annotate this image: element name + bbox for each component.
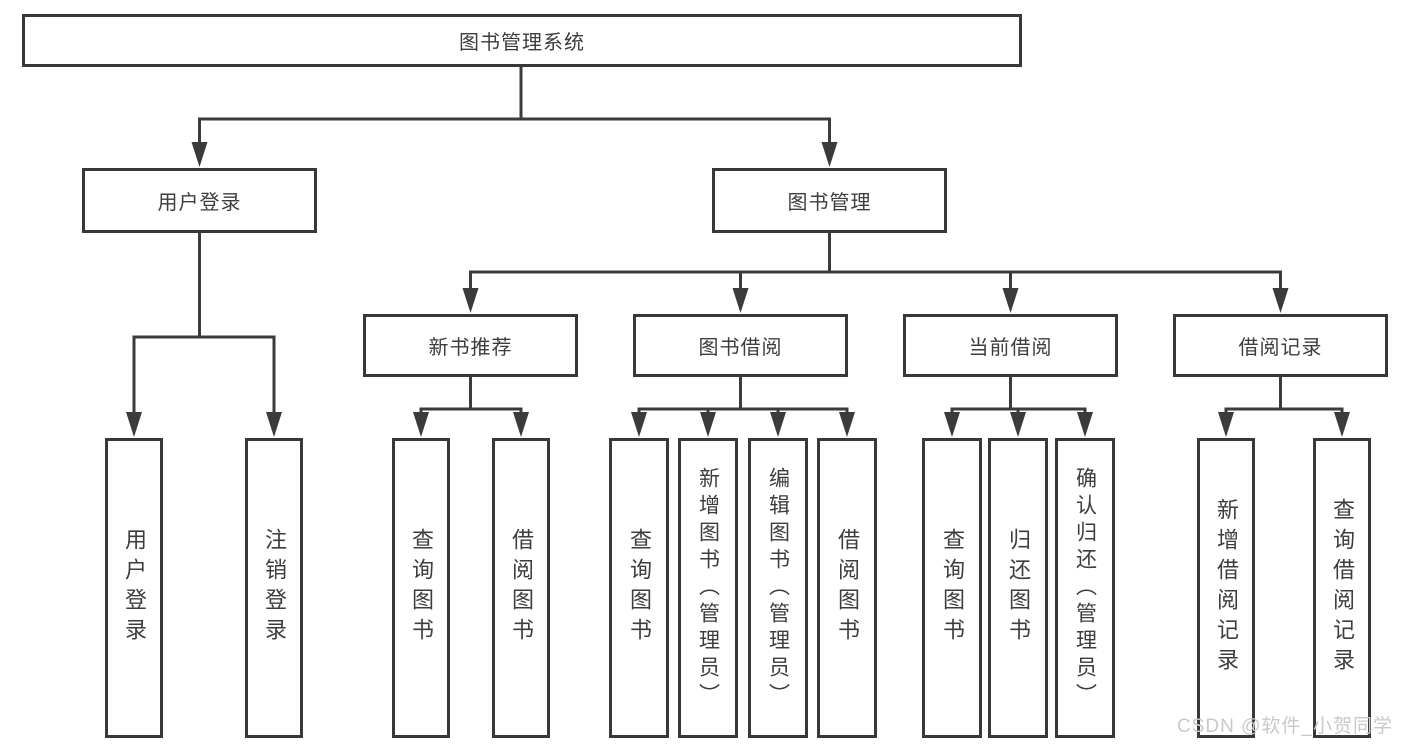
leaf-label: 确认归还（管理员）: [1073, 466, 1097, 710]
leaf-label: 新增图书（管理员）: [696, 466, 720, 710]
leaf-query-books-current: 查询图书: [922, 438, 982, 738]
leaf-label: 借阅图书: [835, 528, 860, 648]
leaf-query-books-recommend: 查询图书: [392, 438, 450, 738]
leaf-borrow-books: 借阅图书: [817, 438, 877, 738]
leaf-label: 查询图书: [409, 528, 434, 648]
node-label: 用户登录: [157, 192, 242, 214]
leaf-label: 新增借阅记录: [1214, 498, 1239, 678]
leaf-label: 用户登录: [122, 528, 147, 648]
leaf-label: 归还图书: [1006, 528, 1031, 648]
leaf-borrow-books-recommend: 借阅图书: [492, 438, 550, 738]
leaf-label: 编辑图书（管理员）: [766, 466, 790, 710]
node-user-login: 用户登录: [82, 168, 317, 233]
leaf-logout: 注销登录: [245, 438, 303, 738]
node-library-management-system: 图书管理系统: [22, 14, 1022, 67]
leaf-label: 查询图书: [940, 528, 965, 648]
leaf-edit-books-admin: 编辑图书（管理员）: [748, 438, 808, 738]
node-book-borrow: 图书借阅: [633, 314, 848, 377]
node-label: 当前借阅: [968, 337, 1053, 359]
node-new-book-recommend: 新书推荐: [363, 314, 578, 377]
leaf-query-books-borrow: 查询图书: [609, 438, 669, 738]
node-label: 借阅记录: [1238, 337, 1323, 359]
csdn-watermark: CSDN @软件_小贺同学: [1177, 716, 1393, 737]
leaf-query-borrow-record: 查询借阅记录: [1313, 438, 1371, 738]
leaf-label: 注销登录: [262, 528, 287, 648]
leaf-user-login: 用户登录: [105, 438, 163, 738]
leaf-add-borrow-record: 新增借阅记录: [1197, 438, 1255, 738]
node-label: 图书管理系统: [459, 32, 585, 54]
leaf-return-books: 归还图书: [988, 438, 1048, 738]
leaf-add-books-admin: 新增图书（管理员）: [678, 438, 738, 738]
leaf-label: 查询图书: [627, 528, 652, 648]
node-label: 新书推荐: [428, 337, 513, 359]
node-label: 图书管理: [787, 192, 872, 214]
leaf-label: 查询借阅记录: [1330, 498, 1355, 678]
node-book-management: 图书管理: [712, 168, 947, 233]
node-label: 图书借阅: [698, 337, 783, 359]
node-current-borrow: 当前借阅: [903, 314, 1118, 377]
leaf-confirm-return-admin: 确认归还（管理员）: [1055, 438, 1115, 738]
node-borrow-records: 借阅记录: [1173, 314, 1388, 377]
leaf-label: 借阅图书: [509, 528, 534, 648]
